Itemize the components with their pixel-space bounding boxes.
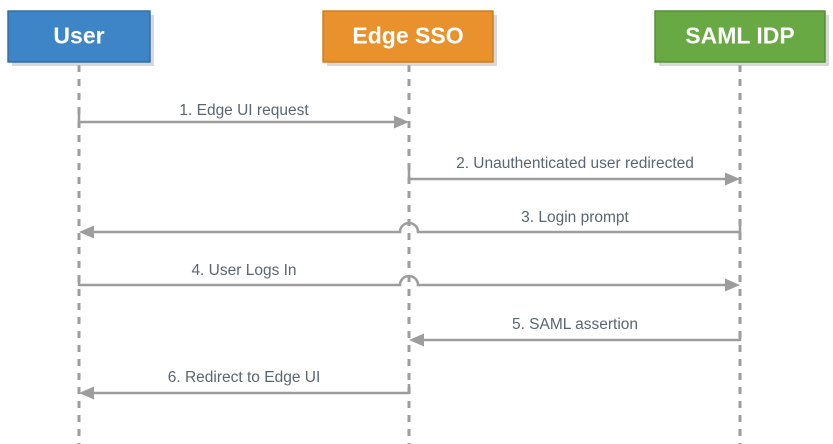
actor-box-user[interactable] [7,10,151,63]
actor-box-edge-sso[interactable] [322,10,494,63]
actor-user[interactable]: User [7,10,154,66]
message-1: 1. Edge UI request [77,102,409,129]
arrow-head-1 [394,115,409,129]
actor-saml-idp[interactable]: SAML IDP [654,10,829,66]
arrow-head-6 [79,386,94,400]
message-3: 3. Login prompt [79,209,742,239]
actor-label-saml-idp: SAML IDP [685,23,794,49]
message-label-2: 2. Unauthenticated user redirected [456,155,694,172]
arrow-head-5 [409,333,424,347]
actor-label-user: User [53,23,104,49]
arrow-head-2 [725,172,740,186]
actors-group: User Edge SSO SAML IDP [7,10,829,66]
actor-edge-sso[interactable]: Edge SSO [322,10,497,66]
message-line-3 [94,221,740,234]
arrow-head-3 [79,225,94,239]
message-6: 6. Redirect to Edge UI [79,369,411,400]
message-label-3: 3. Login prompt [521,209,629,226]
actor-label-edge-sso: Edge SSO [352,23,463,49]
messages-group: 1. Edge UI request 2. Unauthenticated use… [77,102,742,400]
message-label-1: 1. Edge UI request [179,102,309,119]
arrow-head-4 [725,278,740,292]
message-2: 2. Unauthenticated user redirected [407,155,740,186]
message-label-4: 4. User Logs In [191,262,296,279]
message-label-5: 5. SAML assertion [512,316,638,333]
message-label-6: 6. Redirect to Edge UI [168,369,321,386]
actor-box-saml-idp[interactable] [654,10,826,63]
message-4: 4. User Logs In [77,262,740,292]
message-5: 5. SAML assertion [409,316,742,347]
message-line-4 [79,274,725,287]
